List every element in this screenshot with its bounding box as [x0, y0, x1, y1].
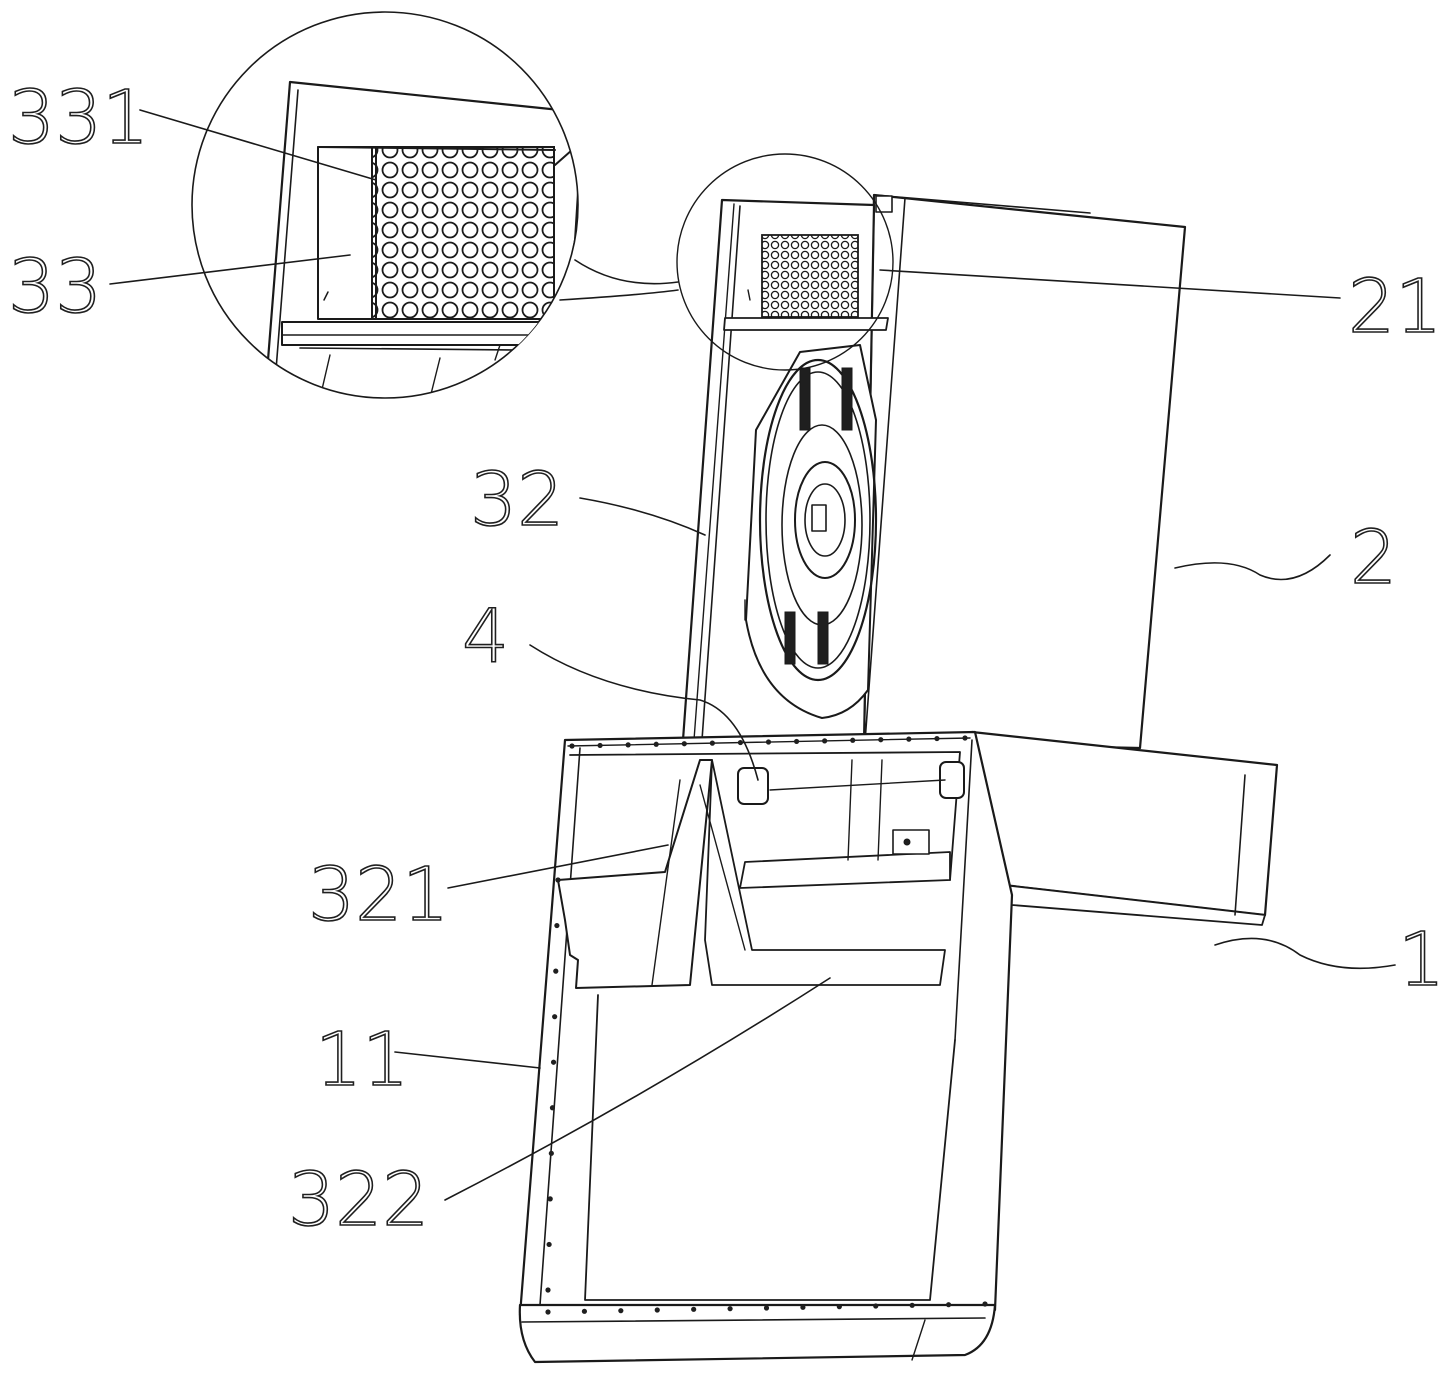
rivet-dot-left: [549, 1151, 554, 1156]
rivet-dot-top: [794, 739, 799, 744]
rivet-dot-left: [551, 1060, 556, 1065]
rivet-dot-bottom: [982, 1301, 987, 1306]
rivet-dot-top: [597, 743, 602, 748]
filter-mesh: [762, 235, 858, 317]
lower-body: [520, 732, 1277, 1362]
rivet-dot-left: [547, 1242, 552, 1247]
rivet-dot-bottom: [582, 1309, 587, 1314]
label-2: 2: [1350, 515, 1397, 601]
rivet-dot-bottom: [873, 1303, 878, 1308]
label-33: 33: [8, 244, 102, 330]
rivet-dot-bottom: [618, 1308, 623, 1313]
label-11: 11: [315, 1017, 409, 1103]
filter-mesh-detail: [372, 147, 554, 319]
rivet-dot-bottom: [800, 1305, 805, 1310]
label-321: 321: [308, 852, 449, 938]
rivet-dot-left: [554, 923, 559, 928]
label-32: 32: [470, 457, 564, 543]
rivet-dot-bottom: [837, 1304, 842, 1309]
rivet-dot-bottom: [727, 1306, 732, 1311]
rivet-dot-top: [682, 741, 687, 746]
rivet-dot-top: [878, 737, 883, 742]
rivet-dot-top: [654, 742, 659, 747]
rivet-dot-top: [822, 738, 827, 743]
rivet-dot-top: [962, 735, 967, 740]
rivet-dot-top: [626, 742, 631, 747]
rivet-dot-left: [545, 1287, 550, 1292]
rivet-dot-bottom: [764, 1305, 769, 1310]
label-4: 4: [462, 594, 509, 680]
upper-cabinet: [677, 154, 1185, 748]
rivet-dot-bottom: [910, 1303, 915, 1308]
rivet-dot-top: [569, 743, 574, 748]
label-322: 322: [288, 1157, 429, 1243]
rivet-dot-top: [766, 739, 771, 744]
label-21: 21: [1348, 264, 1442, 350]
detail-magnifier: [192, 12, 678, 398]
rivet-dot-left: [553, 969, 558, 974]
rivet-dot-left: [552, 1014, 557, 1019]
rivet-dot-left: [555, 877, 560, 882]
label-1: 1: [1398, 917, 1442, 1003]
rivet-dot-bottom: [545, 1309, 550, 1314]
rivet-dot-bottom: [691, 1307, 696, 1312]
rivet-dot-top: [850, 738, 855, 743]
label-331: 331: [8, 75, 149, 161]
rivet-dot-bottom: [655, 1307, 660, 1312]
rivet-dot-top: [906, 737, 911, 742]
rivet-dot-top: [710, 741, 715, 746]
rivet-dot-top: [934, 736, 939, 741]
rivet-dot-top: [738, 740, 743, 745]
rivet-dot-bottom: [946, 1302, 951, 1307]
rivet-dot-left: [548, 1196, 553, 1201]
rivet-dot-left: [550, 1105, 555, 1110]
